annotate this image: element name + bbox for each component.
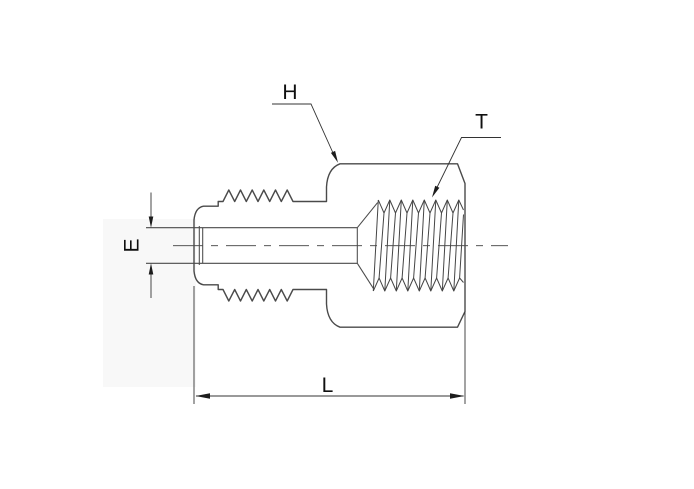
l-arrow-right-icon — [450, 393, 465, 399]
female-thread-top-zigzag — [377, 199, 464, 214]
leader-h: H — [272, 81, 338, 163]
label-t: T — [475, 111, 488, 134]
t-leader-line — [435, 137, 501, 190]
l-arrow-left-icon — [195, 393, 210, 399]
h-leader-arrow-icon — [330, 150, 338, 163]
bore-lines — [146, 202, 379, 289]
e-arrow-down-icon — [148, 216, 154, 228]
dimension-l: L — [193, 286, 466, 404]
dimension-e: E — [121, 192, 154, 298]
h-leader-line — [272, 103, 334, 155]
female-thread-flanks-minor — [378, 212, 464, 279]
female-thread-flanks-major — [372, 199, 460, 292]
thread-cone-bottom — [356, 263, 374, 289]
scan-shading — [103, 219, 196, 387]
female-thread — [372, 199, 464, 292]
label-l: L — [322, 374, 334, 397]
t-leader-arrow-icon — [432, 185, 440, 198]
e-arrow-up-icon — [148, 263, 154, 275]
female-thread-bottom-zigzag — [372, 277, 464, 292]
label-h: H — [282, 81, 297, 104]
leader-t: T — [432, 111, 501, 198]
label-e: E — [121, 238, 144, 252]
thread-cone-top — [356, 202, 379, 229]
